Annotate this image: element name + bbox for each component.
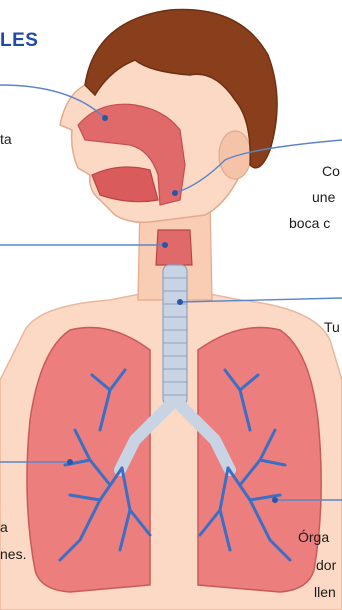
label-nose: ta xyxy=(0,130,12,148)
label-bronchi-2: nes. xyxy=(0,545,26,563)
label-pharynx-3: boca c xyxy=(289,214,330,232)
pointer-dot-larynx xyxy=(162,242,168,248)
pointer-dot-bronchi xyxy=(67,459,73,465)
label-lungs-3: llen xyxy=(314,583,336,601)
pointer-dot-pharynx xyxy=(172,190,178,196)
label-lungs-1: Órga xyxy=(298,528,329,546)
trachea xyxy=(163,265,187,405)
page-title: LES xyxy=(0,30,38,52)
label-pharynx-2: une xyxy=(312,188,335,206)
larynx xyxy=(156,230,192,265)
label-pharynx-1: Co xyxy=(322,162,340,180)
label-lungs-2: dor xyxy=(316,556,336,574)
pointer-dot-lungs xyxy=(272,497,278,503)
label-trachea: Tu xyxy=(324,318,340,336)
pointer-dot-trachea xyxy=(177,299,183,305)
ear xyxy=(219,131,251,179)
pointer-dot-nose xyxy=(102,115,108,121)
label-bronchi-1: a xyxy=(0,518,8,536)
